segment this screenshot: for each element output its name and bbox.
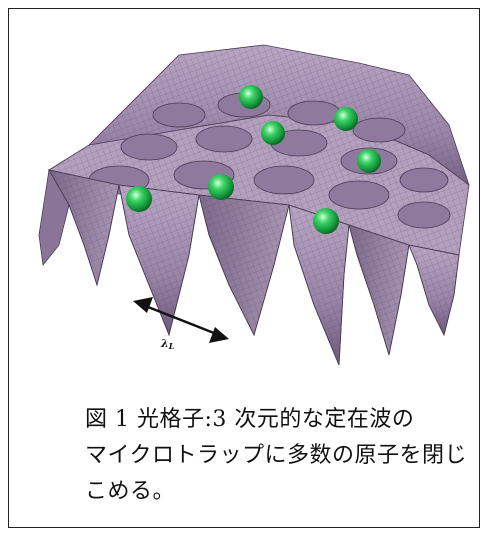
atom [239, 85, 263, 109]
wavelength-arrow [133, 297, 229, 343]
atom [334, 107, 358, 131]
caption-line-2: マイクロトラップに多数の原子を閉じ [85, 438, 485, 474]
atom [313, 208, 339, 234]
atom [261, 121, 285, 145]
figure-caption: 図 1 光格子:3 次元的な定在波の マイクロトラップに多数の原子を閉じ こめる… [85, 402, 485, 510]
wavelength-label: λL [160, 337, 175, 351]
atom [357, 149, 381, 173]
caption-line-1: 図 1 光格子:3 次元的な定在波の [85, 402, 485, 438]
caption-line-3: こめる。 [85, 474, 485, 510]
atom [126, 186, 152, 212]
optical-lattice-diagram: λL [29, 35, 479, 375]
atom [208, 174, 234, 200]
figure-frame: λL 図 1 光格子:3 次元的な定在波の マイクロトラップに多数の原子を閉じ … [8, 8, 480, 528]
